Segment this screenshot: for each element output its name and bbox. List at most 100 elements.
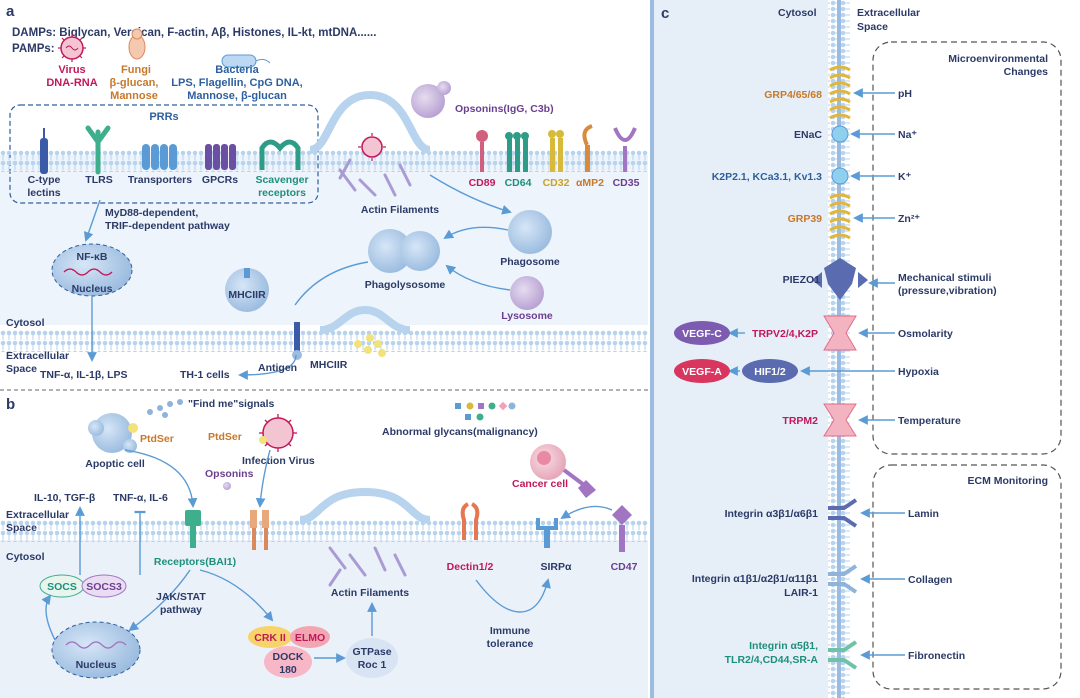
cd32-label: CD32	[543, 177, 570, 189]
dock-badge	[264, 646, 312, 678]
bacteria-title: Bacteria	[215, 64, 259, 76]
crk-label: CRK II	[254, 632, 286, 644]
mhciir-out-label: MHCIIR	[310, 359, 348, 371]
phagolysosome-icon	[368, 229, 440, 273]
osmo-label: Osmolarity	[898, 328, 953, 340]
dectin-label: Dectin1/2	[447, 561, 494, 573]
hif-label: HIF1/2	[754, 366, 786, 378]
fungi-icon	[128, 28, 146, 60]
cytosol-c-label: Cytosol	[778, 7, 817, 19]
cd89-icon	[476, 130, 488, 172]
actin-label-a: Actin Filaments	[361, 204, 439, 216]
vegfa-label: VEGF-A	[682, 366, 722, 378]
th1-label: TH-1 cells	[180, 369, 230, 381]
bacteria-sub1: LPS, Flagellin, CpG DNA,	[171, 77, 302, 89]
fibronectin-label: Fibronectin	[908, 650, 965, 662]
phagosome-icon	[508, 210, 552, 254]
hif-badge	[742, 359, 798, 383]
trpm2-channel-icon	[823, 403, 857, 437]
glycans-label: Abnormal glycans(malignancy)	[382, 426, 538, 438]
elmo-label: ELMO	[295, 632, 325, 644]
socs3-badge	[81, 574, 127, 598]
opsonin-b-icon	[223, 482, 231, 490]
gtpase-label-1: GTPase	[352, 646, 391, 658]
panel-b-label: b	[6, 396, 15, 413]
ptdser-1: PtdSer	[140, 433, 174, 445]
mech-label-1: Mechanical stimuli	[898, 272, 991, 284]
immune-label-2: tolerance	[487, 638, 534, 650]
cytosol-b-label: Cytosol	[6, 551, 45, 563]
temp-label: Temperature	[898, 415, 961, 427]
integrin3a-label: Integrin α5β1,	[749, 640, 818, 652]
extra-b-label-1: Extracellular	[6, 509, 69, 521]
trpv-channel-icon	[823, 315, 857, 351]
tlrs-label: TLRS	[85, 174, 112, 186]
elmo-badge	[290, 626, 330, 648]
enac-channel-icon	[831, 125, 849, 143]
lamin-label: Lamin	[908, 508, 939, 520]
scavenger-receptor-icon	[259, 139, 301, 170]
dectin-icon	[460, 502, 480, 540]
gtpase-label-2: Roc 1	[358, 659, 387, 671]
myd88-label-2: TRIF-dependent pathway	[105, 220, 230, 232]
fungi-sub2: Mannose	[110, 90, 158, 102]
trpm2-label: TRPM2	[782, 415, 818, 427]
find-me-dots-icon	[147, 399, 183, 418]
cd89-label: CD89	[469, 177, 496, 189]
tnf-b-label: TNF-α, IL-6	[113, 492, 168, 504]
vegfc-badge	[674, 321, 730, 345]
dock-label-1: DOCK	[273, 651, 304, 663]
gpcr-icon	[205, 144, 236, 170]
actin-filaments-icon	[338, 158, 412, 197]
grp39-receptor-icon	[829, 193, 851, 240]
virus-title: Virus	[58, 64, 85, 76]
dock-label-2: 180	[279, 664, 297, 676]
nucleus-b	[51, 621, 141, 679]
gpcrs-label: GPCRs	[202, 174, 238, 186]
opsonin-receptor-icon	[250, 510, 269, 550]
extra-a-label-1: Extracellular	[6, 350, 69, 362]
mhciir-vesicle	[225, 268, 269, 312]
membrane-b	[0, 520, 648, 542]
fungi-sub1: β-glucan,	[110, 77, 159, 89]
mech-label-2: (pressure,vibration)	[898, 285, 997, 297]
integrin-laminin-icon	[828, 498, 858, 528]
ctype-label-2: lectins	[27, 187, 60, 199]
sirpa-label: SIRPα	[541, 561, 573, 573]
bai1-receptor-icon	[185, 510, 201, 548]
cancer-cell-icon	[530, 444, 596, 498]
engulfed-virus-icon	[358, 133, 386, 161]
integrin2a-label: Integrin α1β1/α2β1/α11β1	[692, 573, 818, 585]
collagen-label: Collagen	[908, 574, 952, 586]
na-label: Na⁺	[898, 129, 917, 141]
ecm-box	[872, 464, 1062, 690]
glycan-chain-icon	[455, 401, 516, 421]
cytosol-a-label: Cytosol	[6, 317, 45, 329]
prrs-label: PRRs	[149, 111, 178, 123]
k-channel-icon	[831, 167, 849, 185]
infection-label: Infection Virus	[242, 455, 315, 467]
cytokines-a: TNF-α, IL-1β, LPS	[40, 369, 128, 381]
actin-filaments-b-icon	[328, 546, 407, 587]
zn-label: Zn²⁺	[898, 213, 920, 225]
piezo1-icon	[812, 258, 868, 300]
scavenger-label-2: receptors	[258, 187, 306, 199]
immune-label-1: Immune	[490, 625, 530, 637]
lysosome-icon	[510, 276, 544, 310]
nfkb-label: NF-κB	[77, 251, 108, 263]
cd64-icon	[505, 132, 529, 172]
membrane-a-bottom	[0, 330, 648, 352]
panel-a-label: a	[6, 3, 15, 20]
find-me-label: "Find me"signals	[188, 398, 275, 410]
antigen-particles-icon	[354, 334, 386, 357]
tlr-icon	[85, 125, 111, 175]
opsonins-label: Opsonins(IgG, C3b)	[455, 103, 554, 115]
cd35-label: CD35	[613, 177, 640, 189]
ptdser-2: PtdSer	[208, 431, 242, 443]
cd32-icon	[548, 130, 564, 172]
integrin3b-label: TLR2/4,CD44,SR-A	[725, 654, 819, 666]
antigen-label: Antigen	[258, 362, 297, 374]
bacteria-sub2: Mannose, β-glucan	[187, 90, 287, 102]
jak-label-2: pathway	[160, 604, 202, 616]
scavenger-label-1: Scavenger	[255, 174, 308, 186]
